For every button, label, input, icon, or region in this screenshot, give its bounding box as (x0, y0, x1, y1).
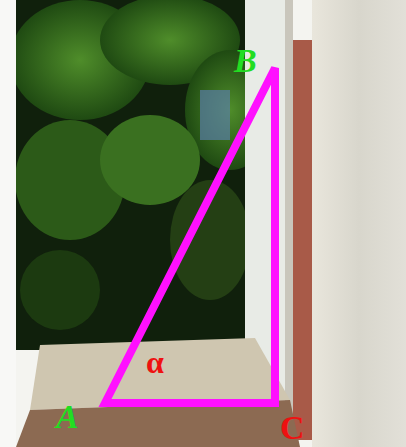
vertex-label: B (234, 44, 257, 78)
window-glint (200, 90, 230, 140)
tree-foliage (10, 0, 275, 330)
vertex-label: A (56, 400, 79, 434)
ground (16, 400, 300, 447)
right-triangle (105, 68, 275, 403)
angle-label: α (146, 346, 164, 378)
vertex-label: C (280, 411, 305, 445)
left-border (0, 0, 16, 447)
brick-strip (290, 40, 312, 440)
building-wall (312, 0, 406, 447)
wall-corner (285, 0, 293, 447)
